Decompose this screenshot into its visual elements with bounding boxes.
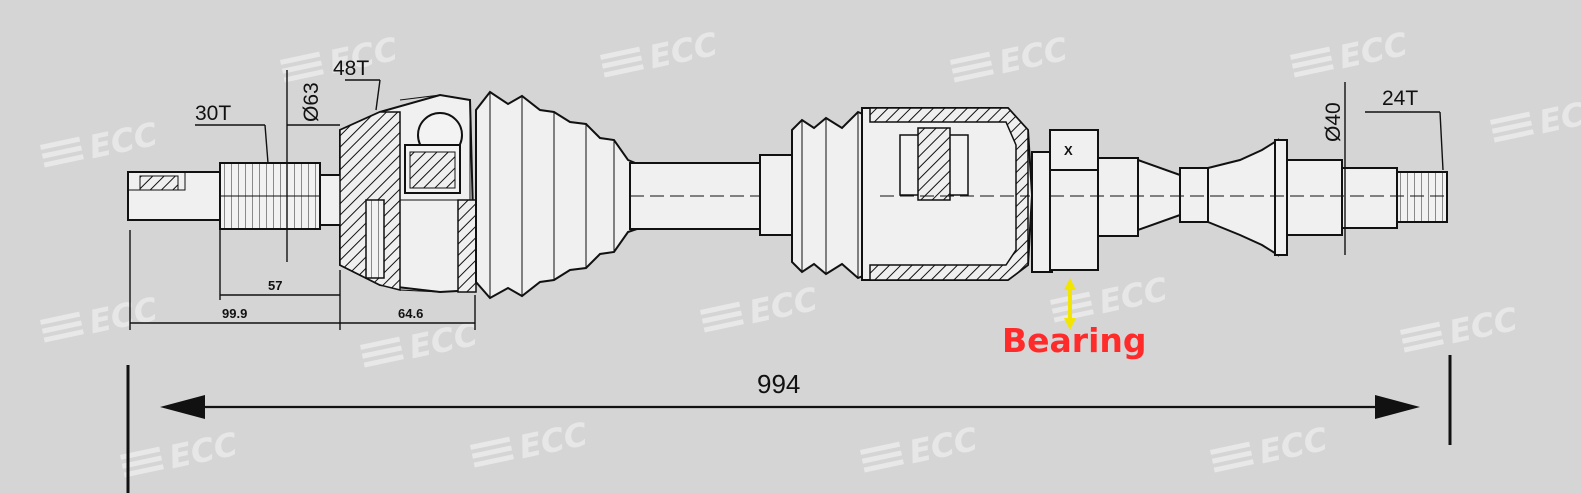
dim-99-9-label: 99.9 xyxy=(222,306,247,321)
main-shaft xyxy=(629,162,767,230)
diameter-inner-label: Ø40 xyxy=(1322,102,1345,142)
dim-57-label: 57 xyxy=(268,278,282,293)
inner-tripod-housing xyxy=(861,107,1034,281)
svg-text:ECC: ECC xyxy=(1446,300,1522,352)
svg-text:ECC: ECC xyxy=(86,115,162,167)
svg-text:ECC: ECC xyxy=(1096,270,1172,322)
watermark-mark: ECC xyxy=(470,415,592,468)
svg-text:ECC: ECC xyxy=(1536,90,1581,142)
svg-text:ECC: ECC xyxy=(746,280,822,332)
watermark-mark: ECC xyxy=(950,30,1072,83)
watermark-mark: ECC xyxy=(860,420,982,473)
svg-text:ECC: ECC xyxy=(1256,420,1332,472)
watermark-mark: ECC xyxy=(1210,420,1332,473)
svg-text:ECC: ECC xyxy=(1336,25,1412,77)
svg-text:ECC: ECC xyxy=(86,290,162,342)
watermark-mark: ECC xyxy=(360,315,481,368)
outer-boot xyxy=(475,90,641,300)
abs-ring-teeth-label: 48T xyxy=(333,57,369,80)
watermark-mark: ECC xyxy=(700,280,822,333)
watermark-mark: ECC xyxy=(40,290,162,343)
watermark-mark: ECC xyxy=(1400,300,1522,353)
bearing-assembly xyxy=(1031,129,1450,273)
dim-64-6-label: 64.6 xyxy=(398,306,423,321)
watermark-layer: ECC ECC ECC ECC ECC ECC ECC ECC ECC ECC ECC ECC ECC E… xyxy=(40,25,1581,478)
svg-text:ECC: ECC xyxy=(166,425,242,477)
diameter-outer-label: Ø63 xyxy=(300,82,323,122)
svg-text:ECC: ECC xyxy=(646,25,722,77)
spline-inner-label: 24T xyxy=(1382,87,1418,110)
outer-cv-joint xyxy=(319,93,477,294)
bearing-callout: Bearing xyxy=(1002,321,1147,360)
total-length-label: 994 xyxy=(757,369,800,399)
watermark-mark: ECC xyxy=(120,425,242,478)
bearing-mark-label: X xyxy=(1064,143,1073,158)
watermark-mark: ECC xyxy=(1490,90,1581,143)
watermark-mark: ECC xyxy=(600,25,722,78)
svg-text:ECC: ECC xyxy=(516,415,592,467)
watermark-mark: ECC xyxy=(40,115,162,168)
inner-boot xyxy=(759,110,873,280)
watermark-mark: ECC xyxy=(1290,25,1412,78)
outer-stub-shaft xyxy=(127,162,330,230)
svg-text:ECC: ECC xyxy=(906,420,982,472)
spline-outer-label: 30T xyxy=(195,102,231,125)
dimension-lines xyxy=(126,70,1452,493)
svg-text:ECC: ECC xyxy=(996,30,1072,82)
